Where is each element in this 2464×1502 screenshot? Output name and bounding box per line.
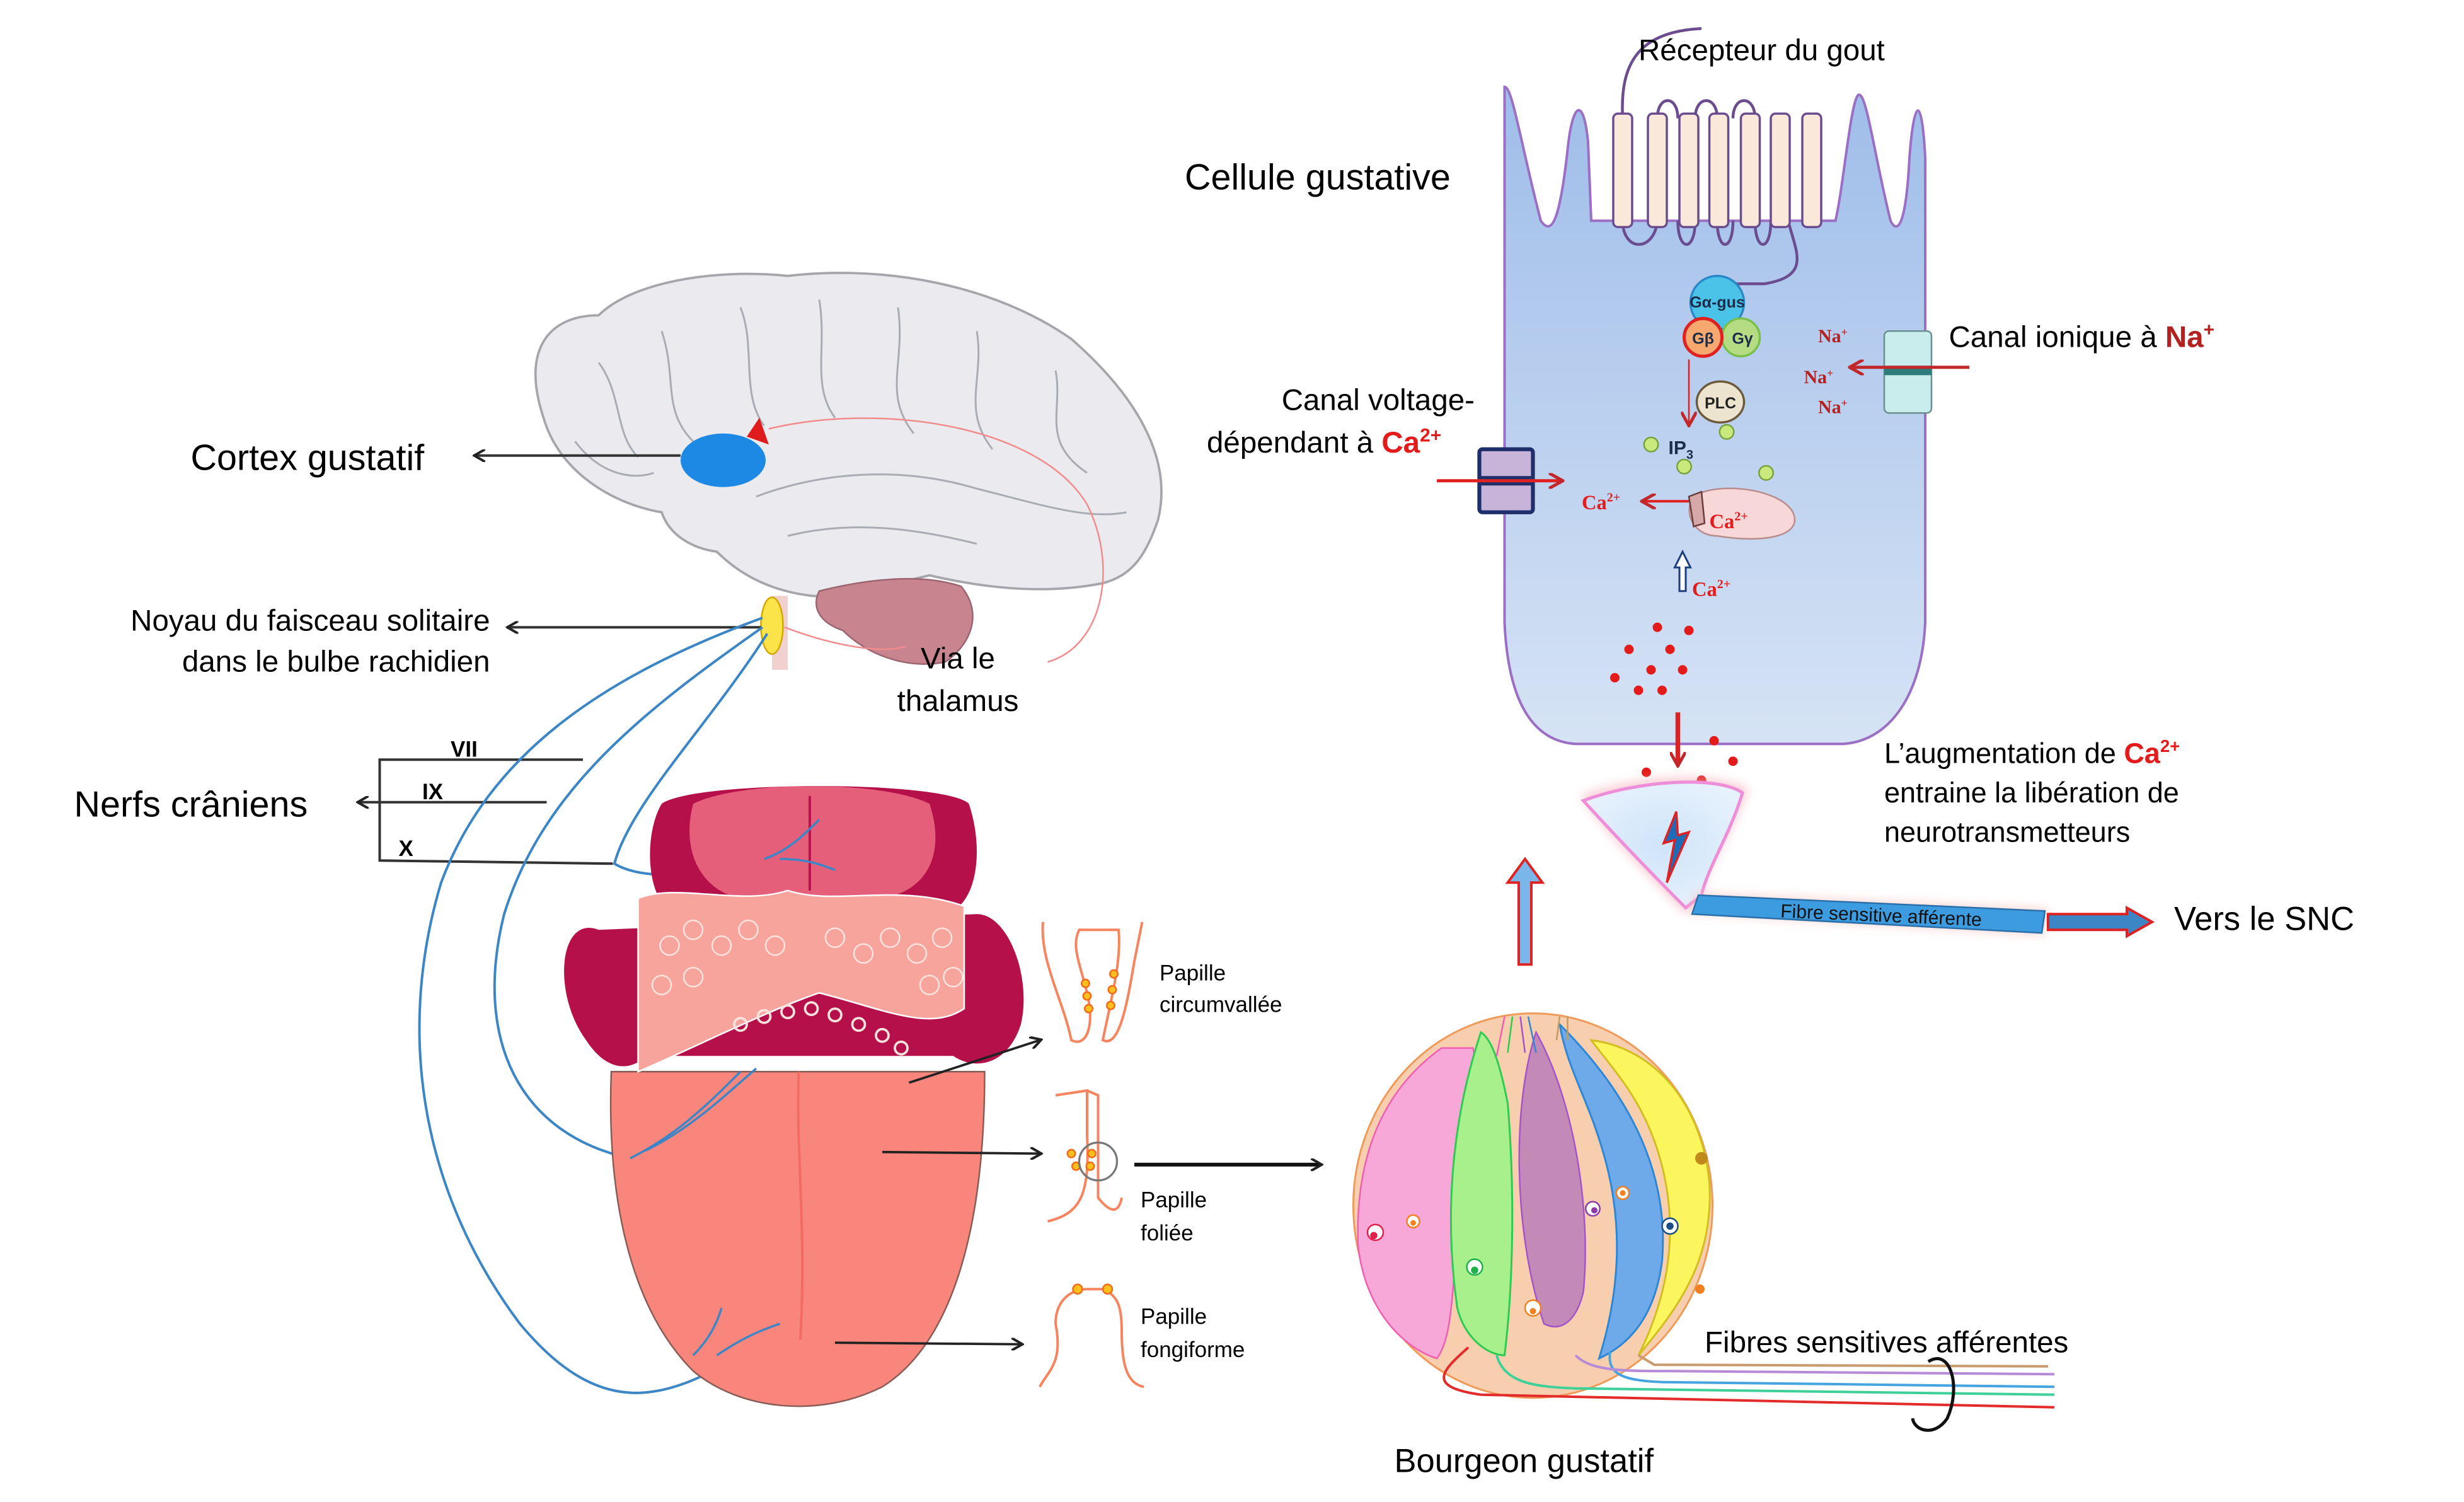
taste-cell-green xyxy=(1449,1031,1514,1356)
median-sulcus xyxy=(797,1072,804,1340)
ip3-label: IP3 xyxy=(1669,437,1693,462)
gustatory-cortex-spot xyxy=(681,433,766,487)
plc-enzyme xyxy=(1695,380,1746,424)
na-channel-label: Canal ionique à Na+ xyxy=(1949,320,2215,354)
nucleus-label-line2: dans le bulbe rachidien xyxy=(182,645,490,678)
taste-bud-microvilli xyxy=(1495,1016,1569,1056)
plc-label: PLC xyxy=(1705,395,1736,412)
cerebrum xyxy=(534,272,1163,598)
action-potential-bolt-icon xyxy=(1662,811,1691,883)
taste-cell-yellow xyxy=(1589,1039,1711,1356)
nerves-label: Nerfs crâniens xyxy=(74,784,308,824)
afferent-fibers xyxy=(1442,1346,2055,1409)
taste-cell-nuclei xyxy=(1366,1152,1708,1317)
g-protein-complex: Gα-gus Gβ Gγ xyxy=(1683,275,1761,358)
thalamus-label-line2: thalamus xyxy=(897,685,1019,718)
fibers-bundle-loop xyxy=(1911,1357,1955,1432)
g-alpha-label: Gα-gus xyxy=(1690,294,1745,311)
solitary-nucleus xyxy=(760,596,784,655)
papilla-pointer-arrows xyxy=(834,1040,1040,1344)
na-ion-3: Na+ xyxy=(1818,396,1848,417)
brain-illustration xyxy=(534,272,1163,670)
g-beta xyxy=(1683,316,1724,358)
ca-upward-label: Ca2+ xyxy=(1692,577,1730,601)
thalamic-projection-arrowhead xyxy=(747,417,769,445)
ca-store-label: Ca2+ xyxy=(1710,509,1748,533)
bud-to-cell-arrow xyxy=(1505,857,1545,966)
ca-channel-label-line2: dépendant à Ca2+ xyxy=(1207,425,1441,459)
ca-released-label: Ca2+ xyxy=(1582,490,1620,514)
papilla-circumvallate-label-2: circumvallée xyxy=(1160,992,1282,1017)
g-gamma-label: Gγ xyxy=(1732,330,1753,347)
calcium-ions-dots xyxy=(1610,622,1738,801)
na-ion-2: Na+ xyxy=(1804,367,1834,388)
papilla-foliate-label-1: Papille xyxy=(1141,1187,1207,1212)
taste-cell-purple xyxy=(1518,1030,1586,1327)
taste-cell-label: Cellule gustative xyxy=(1185,157,1451,197)
taste-cell-blue xyxy=(1558,1021,1664,1361)
papilla-fungiform-label-2: fongiforme xyxy=(1141,1337,1245,1362)
fibers-label: Fibres sensitives afférentes xyxy=(1705,1326,2068,1359)
tongue-illustration xyxy=(564,786,1024,1407)
g-beta-label: Gβ xyxy=(1692,330,1714,347)
afferent-fiber xyxy=(1691,894,2046,934)
papilla-circumvallate-label-1: Papille xyxy=(1160,961,1226,985)
taste-receptor-cell: Gα-gus Gβ Gγ PLC IP3 Ca2+ Ca2+ Ca2+ Na+ … xyxy=(1437,27,1969,801)
fungiform-taste-buds xyxy=(1072,1283,1114,1295)
thalamic-pathway-line xyxy=(768,417,1104,663)
nerve-branches-tongue xyxy=(630,819,836,1356)
receptor-label: Récepteur du gout xyxy=(1638,33,1885,67)
taste-bud-illustration xyxy=(1352,1012,2055,1432)
thalamus-label-line1: Via le xyxy=(921,642,995,675)
cortex-label: Cortex gustatif xyxy=(191,437,425,478)
tongue-body xyxy=(609,1071,986,1407)
cerebellum xyxy=(815,578,974,665)
papilla-circumvallate-diagram xyxy=(1041,921,1144,1043)
synaptic-bouton xyxy=(1580,780,1744,910)
arrow-to-circumvallate xyxy=(908,1040,1040,1084)
foliate-highlight-circle xyxy=(1078,1141,1119,1182)
papilla-fungiform-diagram xyxy=(1039,1288,1144,1389)
circumvallate-papillae-row xyxy=(733,1001,909,1056)
papillae-texture xyxy=(651,920,964,995)
taste-bud-label: Bourgeon gustatif xyxy=(1395,1442,1654,1479)
nerve-label-ix: IX xyxy=(422,780,444,804)
ip3-molecules xyxy=(1643,424,1774,481)
na-ion-1: Na+ xyxy=(1818,326,1848,347)
ca-influx-up-arrow xyxy=(1673,549,1692,592)
nerve-label-vii: VII xyxy=(451,737,478,761)
destination-label: Vers le SNC xyxy=(2174,900,2354,937)
thalamic-pathway-line-lower xyxy=(784,627,906,650)
ip3-receptor-channel xyxy=(1688,490,1706,528)
synapse-caption-line2: entraine la libération de xyxy=(1884,777,2179,809)
papilla-foliate-diagram xyxy=(1047,1089,1123,1223)
papilla-fungiform-label-1: Papille xyxy=(1141,1304,1207,1329)
papilla-foliate-label-2: foliée xyxy=(1141,1221,1194,1245)
nucleus-label-line1: Noyau du faisceau solitaire xyxy=(130,604,490,637)
taste-receptor-gpcr xyxy=(1612,27,1822,286)
to-cns-arrow xyxy=(2047,905,2155,939)
synapse-caption-line3: neurotransmetteurs xyxy=(1884,816,2130,848)
nerve-label-x: X xyxy=(399,836,414,861)
ca-channel-label-line1: Canal voltage- xyxy=(1282,383,1475,417)
cranial-nerve-bracket xyxy=(359,758,613,865)
synaptic-terminal: Fibre sensitive afférente xyxy=(1580,777,2155,939)
arrow-to-foliate xyxy=(882,1152,1040,1154)
arrow-to-fungiform xyxy=(834,1343,1021,1344)
epiglottis xyxy=(689,786,936,899)
brain-gyri xyxy=(574,299,1127,545)
circumvallate-taste-buds xyxy=(1081,969,1119,1014)
synapse-caption-line1: L’augmentation de Ca2+ xyxy=(1884,736,2180,770)
